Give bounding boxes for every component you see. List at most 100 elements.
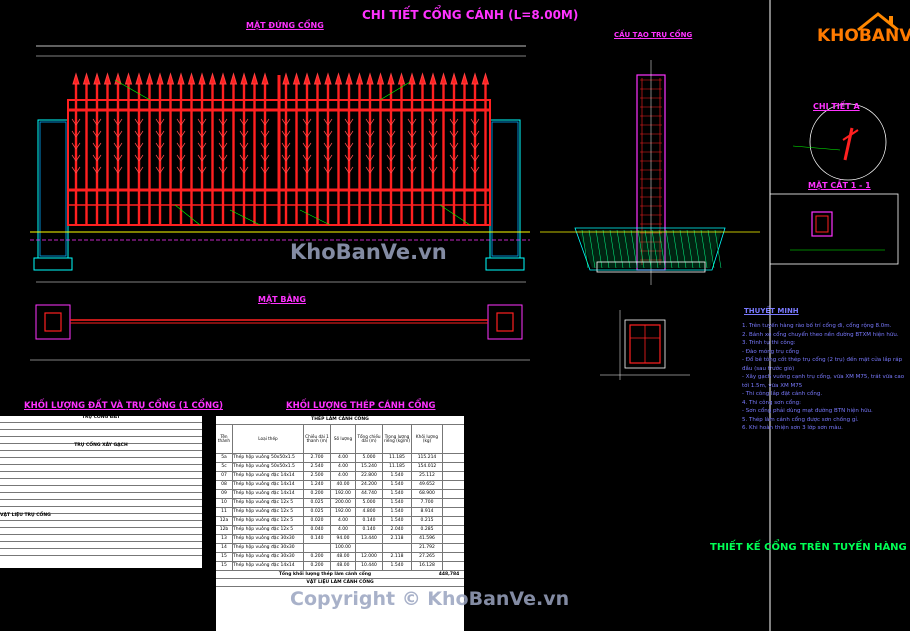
table-cell: 8.914 [412,508,443,516]
table-cell: 94.00 [331,535,356,543]
table-cell: 5a [216,454,233,462]
watermark-center: KhoBanVe.vn [290,240,447,264]
table-cell: 11 [216,508,233,516]
table-heading: THÉP LÀM CÁNH CỔNG [216,416,464,425]
table-cell: 15.240 [356,463,383,471]
pillar-view-title: CẤU TẠO TRỤ CỔNG [614,31,693,39]
table-cell: 100.00 [331,544,356,552]
table-cell: 1.540 [383,490,412,498]
table-cell: 2.540 [304,463,331,471]
soil-pillar-table: TRỤ CỔNG ĐẤT TRỤ CỔNG XÂY GẠCH VẬT LIỆU … [0,415,202,568]
table-cell: 07 [216,472,233,480]
table-cell: 4.00 [331,454,356,462]
table-cell: 2.118 [383,553,412,561]
table-cell: Thép hộp vuông đặc 14x14 [233,562,304,570]
table-header-cell: Trọng lượng riêng (kg/m) [383,425,412,453]
table-cell: 200.00 [331,499,356,507]
table-cell: 192.00 [331,490,356,498]
watermark-bottom: Copyright © KhoBanVe.vn [290,588,570,610]
table-cell: Thép hộp vuông đặc 30x30 [233,535,304,543]
table-cell: Thép hộp vuông đặc 12x 5 [233,499,304,507]
table-cell: Thép hộp vuông đặc 14x14 [233,472,304,480]
table-cell: 10 [216,499,233,507]
table-cell [304,544,331,552]
table-cell: Thép hộp vuông 50x50x1.5 [233,463,304,471]
table-cell: 16.128 [412,562,443,570]
table-cell: 1.540 [383,517,412,525]
left-table-title: KHỐI LƯỢNG ĐẤT VÀ TRỤ CỔNG (1 CỔNG) [24,401,223,411]
front-view-title: MẶT ĐỨNG CỔNG [246,21,324,30]
pillar-section [540,60,760,380]
table-cell: 1.240 [304,481,331,489]
section-1-1 [769,193,899,265]
table-cell: 5.000 [356,499,383,507]
notes-title: THUYẾT MINH [744,307,799,315]
table-cell: 0.285 [412,526,443,534]
table-cell [356,544,383,552]
table-cell: 1.540 [383,472,412,480]
table-cell: 1.540 [383,499,412,507]
notes-list: 1. Trên tuyến hàng rào bố trí cổng đi, c… [742,322,908,433]
table-header-cell: Số lượng [331,425,356,453]
table-cell: 12a [216,517,233,525]
table-cell: 44.740 [356,490,383,498]
table-cell: Thép hộp vuông đặc 30x30 [233,553,304,561]
gate-plan [30,304,530,361]
drawing-title: CHI TIẾT CỔNG CÁNH (L=8.00M) [362,8,579,22]
table-cell: 11.185 [383,463,412,471]
table-cell: 0.025 [304,508,331,516]
table-cell: 09 [216,490,233,498]
table-cell: 12b [216,526,233,534]
table-cell: 48.00 [331,553,356,561]
table-cell: 11.185 [383,454,412,462]
table-cell: 22.800 [356,472,383,480]
table-cell: 10.440 [356,562,383,570]
note-line: - Đổ bê tông cốt thép trụ cổng (2 trụ) đ… [742,357,903,372]
table-cell: 4.00 [331,463,356,471]
table-cell: 0.020 [304,517,331,525]
table-cell: Thép hộp vuông đặc 12x 5 [233,526,304,534]
detail-a [792,103,887,181]
table-cell: 15 [216,562,233,570]
table-cell: 0.140 [304,535,331,543]
note-line: 3. Trình tự thi công: [742,340,796,346]
table-cell: 0.140 [356,526,383,534]
table-cell [383,544,412,552]
table-cell: 0.200 [304,562,331,570]
table-cell: 08 [216,481,233,489]
table-cell: 68.900 [412,490,443,498]
section-title: MẶT CẮT 1 - 1 [808,181,871,190]
table-header-cell: Khối lượng (kg) [412,425,443,453]
table-cell: 0.025 [304,499,331,507]
table-cell: 4.800 [356,508,383,516]
table-cell: 48.00 [331,562,356,570]
table-cell: 49.652 [412,481,443,489]
table-total-value: 448,784 [438,572,460,577]
table-cell: 27.265 [412,553,443,561]
table-header-cell: Loại thép [233,425,304,453]
table-cell: 0.200 [304,490,331,498]
table-cell: 4.00 [331,472,356,480]
table-cell: 0.140 [356,517,383,525]
table-cell: 41.596 [412,535,443,543]
table-heading: TRỤ CỔNG ĐẤT [0,415,202,423]
table-header-cell: Chiều dài 1 thanh (m) [304,425,331,453]
table-header-cell: Tổng chiều dài (m) [356,425,383,453]
table-cell: 13 [216,535,233,543]
table-cell: 40.00 [331,481,356,489]
table-cell: 14 [216,544,233,552]
footer-title: THIẾT KẾ CỔNG TRÊN TUYẾN HÀNG RÀ [710,542,910,553]
table-cell: 0.040 [304,526,331,534]
table-heading: TRỤ CỔNG XÂY GẠCH [0,443,202,451]
